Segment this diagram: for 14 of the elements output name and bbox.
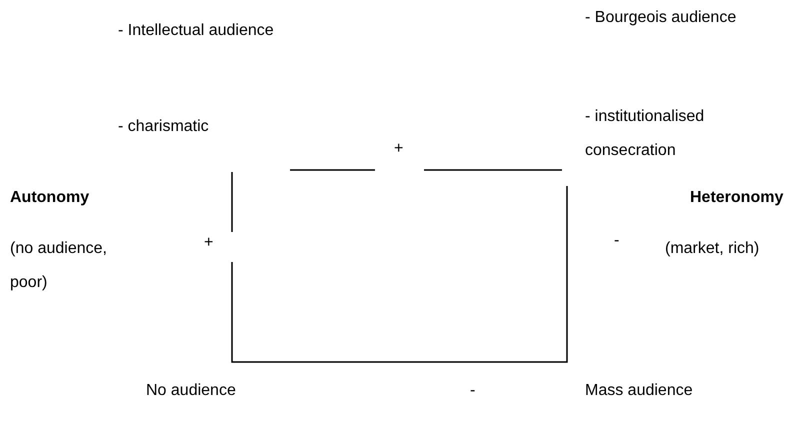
plus-sign: + bbox=[204, 233, 214, 253]
minus-sign: - bbox=[470, 381, 476, 401]
pole-heading: Heteronomy bbox=[690, 188, 784, 208]
plus-sign: + bbox=[394, 139, 404, 159]
audience-axis-label: No audience bbox=[146, 381, 236, 401]
pole-description: (no audience, poor) bbox=[10, 239, 108, 293]
consecration-note: - charismatic bbox=[118, 117, 209, 137]
pole-description: (market, rich) bbox=[665, 239, 760, 259]
audience-axis-label: Mass audience bbox=[585, 381, 693, 401]
audience-note: - Bourgeois audience bbox=[585, 8, 736, 28]
pole-heading: Autonomy bbox=[10, 188, 90, 208]
audience-note: - Intellectual audience bbox=[118, 21, 274, 41]
minus-sign: - bbox=[614, 231, 620, 251]
consecration-note: - institutionalised consecration bbox=[585, 107, 706, 161]
